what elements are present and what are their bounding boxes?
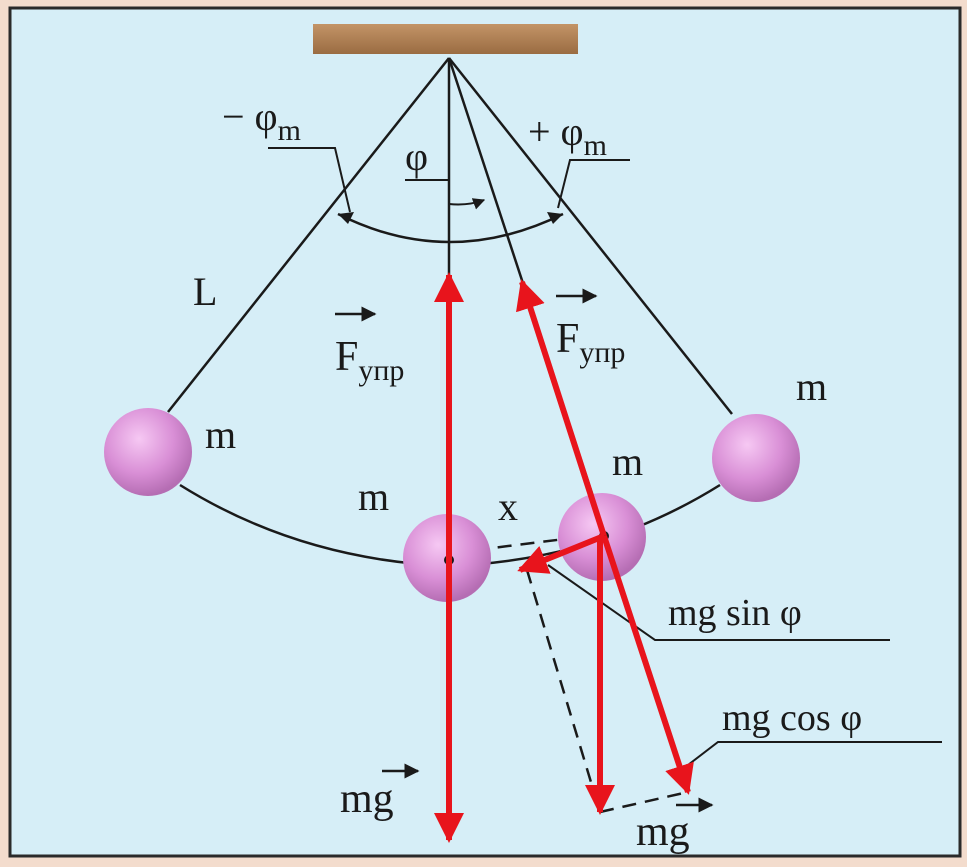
label-mg-cos: mg cos φ bbox=[722, 697, 862, 739]
leader-pos-phi-m bbox=[557, 159, 630, 209]
label-mass-mid: m bbox=[612, 439, 643, 484]
bob-left bbox=[104, 408, 192, 496]
label-mg-right: mg bbox=[636, 797, 714, 855]
label-neg-phi-m: − φm bbox=[222, 94, 301, 147]
label-length: L bbox=[193, 269, 217, 314]
phi-arc bbox=[448, 198, 486, 210]
leader-mg-sin bbox=[547, 564, 890, 641]
ceiling-support bbox=[313, 24, 578, 54]
svg-text:mg: mg bbox=[636, 809, 690, 855]
amplitude-arc bbox=[337, 212, 564, 244]
arc-arrow-right-icon bbox=[547, 212, 563, 224]
svg-text:Fупр: Fупр bbox=[556, 316, 625, 369]
arc-arrow-left-icon bbox=[338, 212, 354, 224]
bob-right bbox=[712, 414, 800, 502]
leader-mg-cos bbox=[687, 741, 942, 766]
string-left bbox=[167, 57, 450, 413]
dashed-parallelogram-left bbox=[525, 569, 602, 813]
label-x: x bbox=[498, 484, 518, 529]
label-phi: φ bbox=[405, 134, 428, 179]
svg-text:Fупр: Fупр bbox=[335, 334, 404, 387]
label-f-left: Fупр bbox=[335, 306, 404, 387]
force-tension-deflected bbox=[516, 279, 607, 537]
label-mass-left: m bbox=[205, 412, 236, 457]
label-f-right: Fупр bbox=[556, 288, 625, 369]
dashed-parallelogram-bottom bbox=[599, 790, 689, 814]
force-mg-sin bbox=[517, 533, 606, 574]
force-mg-cos bbox=[601, 535, 694, 795]
leader-neg-phi-m bbox=[268, 147, 351, 213]
label-mg-center: mg bbox=[340, 763, 420, 822]
svg-text:mg: mg bbox=[340, 776, 394, 822]
label-mg-sin: mg sin φ bbox=[668, 592, 802, 634]
label-pos-phi-m: + φm bbox=[528, 109, 607, 162]
string-right bbox=[448, 57, 733, 415]
label-mass-center: m bbox=[358, 474, 389, 519]
label-mass-right: m bbox=[796, 364, 827, 409]
